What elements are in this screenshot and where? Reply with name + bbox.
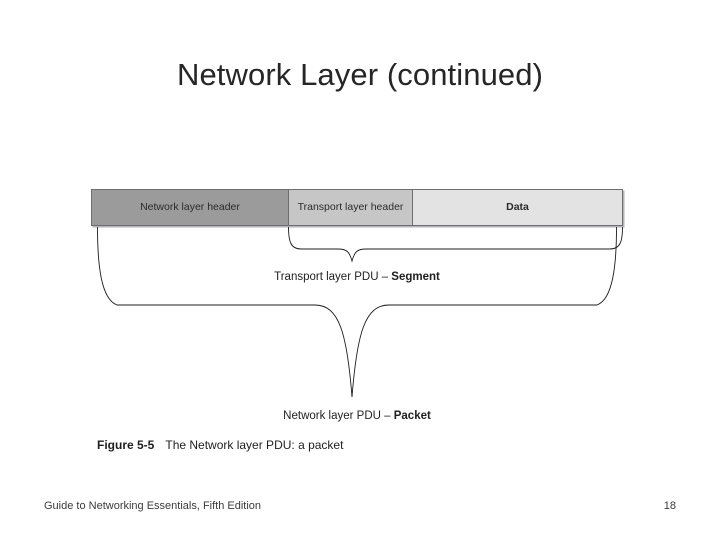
pdu-cell-network-layer-header: Network layer header [92,190,289,225]
network-pdu-brace-icon [97,226,617,398]
pdu-cell-data: Data [413,190,622,225]
transport-pdu-label-dash: – [381,271,389,283]
footer-page-number: 18 [663,500,676,512]
brace-overlay [97,226,623,398]
page-title: Network Layer (continued) [176,57,544,92]
pdu-table: Network layer header Transport layer hea… [91,189,623,226]
figure-caption: Figure 5-5 The Network layer PDU: a packe… [97,438,343,452]
transport-pdu-label: Transport layer PDU – Segment [91,271,623,283]
transport-pdu-label-emphasis: Segment [388,271,440,283]
network-layer-pdu-figure: Network layer header Transport layer hea… [91,189,623,469]
network-pdu-label-prefix: Network layer PDU [283,410,385,422]
pdu-cell-transport-layer-header: Transport layer header [289,190,413,225]
footer-source-text: Guide to Networking Essentials, Fifth Ed… [44,500,262,512]
network-pdu-label-emphasis: Packet [390,410,431,422]
figure-caption-number: Figure 5-5 [97,438,155,452]
figure-caption-text: The Network layer PDU: a packet [165,438,344,452]
transport-pdu-label-prefix: Transport layer PDU [274,271,382,283]
slide-footer: Guide to Networking Essentials, Fifth Ed… [0,500,720,520]
transport-pdu-brace-icon [288,226,623,263]
network-pdu-label: Network layer PDU – Packet [91,410,623,422]
network-pdu-label-dash: – [384,410,391,422]
